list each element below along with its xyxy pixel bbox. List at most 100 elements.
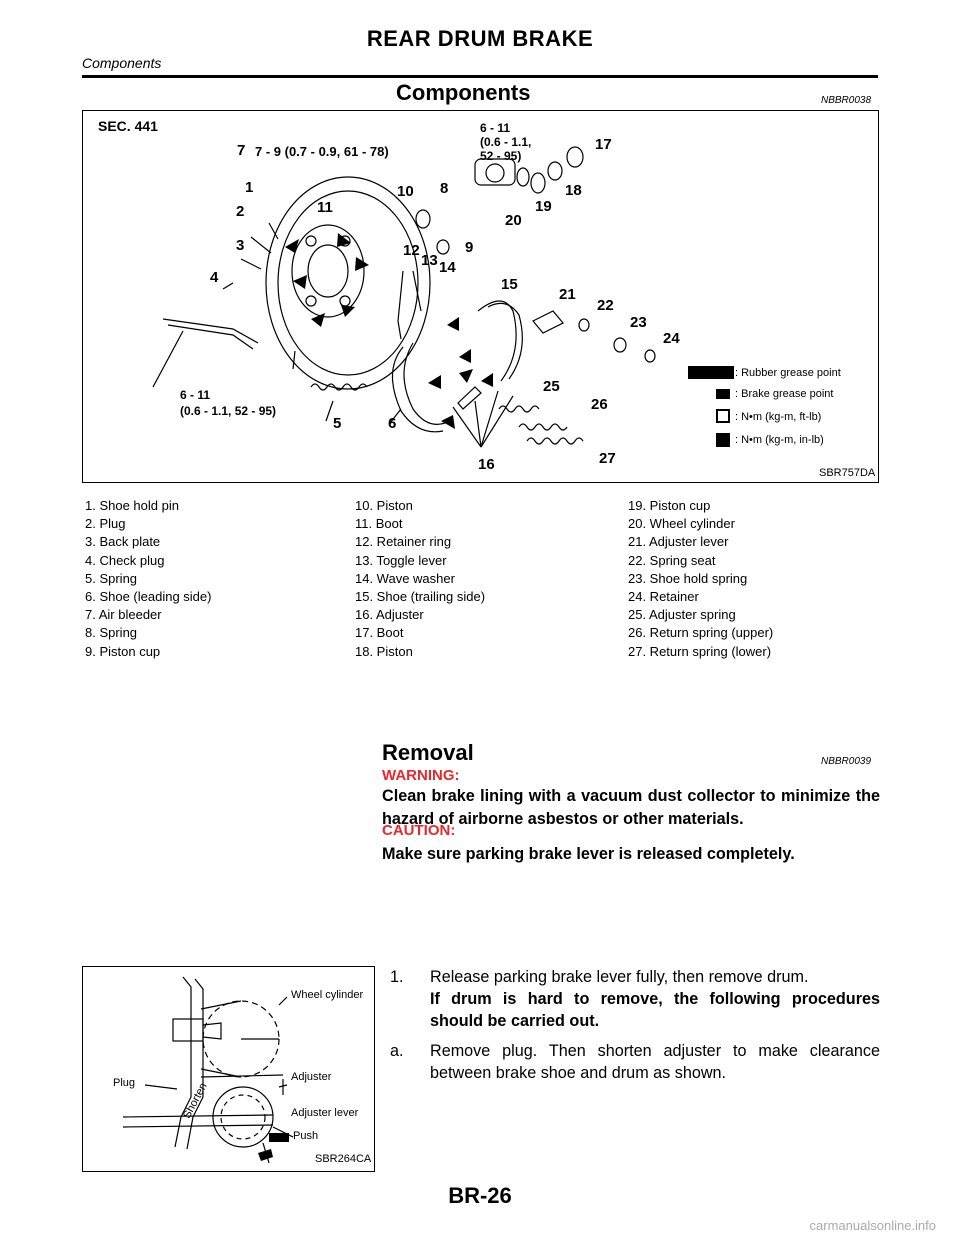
- step-text: Remove plug. Then shorten adjuster to ma…: [430, 1042, 880, 1082]
- list-item: 27. Return spring (lower): [628, 643, 772, 659]
- step-text: Release parking brake lever fully, then …: [430, 968, 809, 986]
- callout-18: 18: [565, 182, 582, 199]
- parts-list-col3: 19. Piston cup 20. Wheel cylinder 21. Ad…: [628, 497, 773, 661]
- callout-9: 9: [465, 239, 474, 256]
- list-item: 13. Toggle lever: [355, 552, 447, 568]
- list-item: 6. Shoe (leading side): [85, 589, 212, 605]
- legend-rubber: : Rubber grease point: [735, 367, 841, 379]
- legend-brake: : Brake grease point: [735, 388, 834, 400]
- callout-8: 8: [440, 180, 449, 197]
- exploded-view-figure: SEC. 441 7 - 9 (0.7 - 0.9, 61 - 78) 6 - …: [82, 110, 879, 483]
- list-item: 4. Check plug: [85, 552, 165, 568]
- step-number: 1.: [390, 968, 404, 986]
- list-item: 14. Wave washer: [355, 570, 455, 586]
- parts-list-col1: 1. Shoe hold pin 2. Plug 3. Back plate 4…: [85, 497, 211, 661]
- adjuster-drawing: [122, 976, 294, 1164]
- list-item: 1. Shoe hold pin: [85, 498, 179, 513]
- callout-5: 5: [333, 415, 342, 432]
- components-code: NBBR0038: [821, 95, 872, 106]
- list-item: 2. Plug: [85, 516, 126, 532]
- list-item: 23. Shoe hold spring: [628, 570, 748, 586]
- push-arrow-icon: [269, 1133, 289, 1142]
- sec-label: SEC. 441: [98, 118, 158, 134]
- page-header-title: REAR DRUM BRAKE: [366, 26, 594, 51]
- figure1-id: SBR757DA: [819, 467, 876, 479]
- list-item: 18. Piston: [355, 643, 413, 659]
- caution-label: CAUTION:: [382, 822, 456, 839]
- callout-2: 2: [236, 203, 245, 220]
- callout-24: 24: [663, 330, 680, 347]
- exploded-view-drawing: [152, 146, 656, 448]
- list-item: 25. Adjuster spring: [628, 607, 736, 623]
- rubber-grease-icon: [688, 366, 734, 379]
- list-item: 20. Wheel cylinder: [628, 516, 735, 532]
- legend-nm-ftlb: : N•m (kg-m, ft-lb): [735, 411, 822, 423]
- parts-list-col2: 10. Piston 11. Boot 12. Retainer ring 13…: [355, 497, 485, 661]
- list-item: 10. Piston: [355, 498, 413, 513]
- list-item: 19. Piston cup: [628, 498, 711, 513]
- caution-text: Make sure parking brake lever is release…: [382, 845, 795, 863]
- step-a: a. Remove plug. Then shorten adjuster to…: [382, 1040, 880, 1084]
- label-adjuster-lever: Adjuster lever: [291, 1107, 359, 1119]
- figure2-id: SBR264CA: [315, 1153, 372, 1165]
- label-plug: Plug: [113, 1077, 136, 1089]
- list-item: 22. Spring seat: [628, 552, 716, 568]
- torque-inlb-icon: [716, 433, 730, 447]
- torque-label-7: 7 - 9 (0.7 - 0.9, 61 - 78): [255, 144, 389, 159]
- callout-11: 11: [317, 199, 333, 216]
- torque-label-bottom: 6 - 11 (0.6 - 1.1, 52 - 95): [180, 388, 277, 418]
- callout-1: 1: [245, 179, 254, 196]
- adjuster-figure: Wheel cylinder Plug Adjuster Adjuster le…: [82, 966, 375, 1172]
- callout-22: 22: [597, 297, 614, 314]
- torque-label-top: 6 - 11 (0.6 - 1.1, 52 - 95): [480, 121, 532, 163]
- list-item: 15. Shoe (trailing side): [355, 589, 486, 605]
- list-item: 12. Retainer ring: [355, 534, 452, 550]
- removal-code: NBBR0039: [821, 756, 872, 767]
- list-item: 7. Air bleeder: [85, 607, 162, 623]
- legend-nm-inlb: : N•m (kg-m, in-lb): [735, 434, 824, 446]
- list-item: 9. Piston cup: [85, 643, 161, 659]
- callout-25: 25: [543, 378, 560, 395]
- callout-27: 27: [599, 450, 616, 467]
- callout-10: 10: [397, 183, 414, 200]
- list-item: 8. Spring: [85, 625, 138, 641]
- warning-text: Clean brake lining with a vacuum dust co…: [382, 787, 880, 828]
- callout-26: 26: [591, 396, 608, 413]
- step-number: a.: [390, 1042, 404, 1060]
- list-item: 5. Spring: [85, 570, 138, 586]
- list-item: 21. Adjuster lever: [628, 534, 729, 550]
- torque-ftlb-icon: [716, 409, 730, 423]
- callout-14: 14: [439, 259, 456, 276]
- list-item: 24. Retainer: [628, 589, 699, 605]
- callout-6: 6: [388, 415, 397, 432]
- callout-15: 15: [501, 276, 518, 293]
- label-adjuster: Adjuster: [291, 1071, 332, 1083]
- watermark: carmanualsonline.info: [809, 1218, 936, 1233]
- step-bold-text: If drum is hard to remove, the following…: [430, 990, 880, 1030]
- list-item: 3. Back plate: [85, 534, 161, 550]
- callout-7: 7: [237, 142, 246, 159]
- step-1: 1. Release parking brake lever fully, th…: [382, 966, 880, 1032]
- callout-12: 12: [403, 242, 420, 259]
- callout-17: 17: [595, 136, 612, 153]
- header-rule: [82, 75, 878, 78]
- callout-20: 20: [505, 212, 522, 229]
- list-item: 11. Boot: [355, 516, 403, 532]
- removal-heading: Removal: [382, 740, 474, 765]
- callout-3: 3: [236, 237, 245, 254]
- components-heading: Components: [396, 80, 531, 105]
- page-number: BR-26: [448, 1183, 512, 1208]
- label-wheel-cylinder: Wheel cylinder: [291, 989, 364, 1001]
- label-push: Push: [293, 1130, 319, 1142]
- brake-grease-icon: [716, 389, 730, 399]
- callout-21: 21: [559, 286, 576, 303]
- callout-16: 16: [478, 456, 495, 473]
- list-item: 17. Boot: [355, 625, 404, 641]
- callout-4: 4: [210, 269, 219, 286]
- list-item: 26. Return spring (upper): [628, 625, 774, 641]
- page-header-subtitle: Components: [82, 55, 162, 71]
- callout-23: 23: [630, 314, 647, 331]
- list-item: 16. Adjuster: [355, 607, 424, 623]
- warning-label: WARNING:: [382, 767, 460, 784]
- callout-19: 19: [535, 198, 552, 215]
